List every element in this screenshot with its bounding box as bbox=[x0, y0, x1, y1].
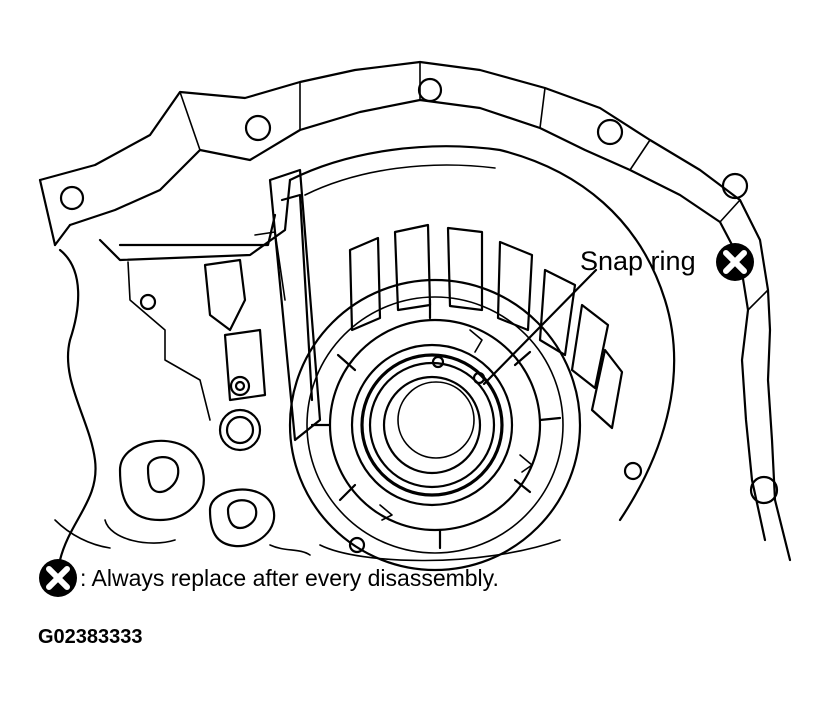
snap-ring-callout-label: Snap ring bbox=[580, 246, 696, 276]
snap-ring bbox=[360, 353, 504, 497]
clutch-drum bbox=[288, 223, 624, 572]
circled-x-icon bbox=[716, 243, 754, 281]
inner-cavity-wall bbox=[98, 145, 676, 522]
housing-fins bbox=[254, 168, 322, 442]
housing-flange bbox=[38, 60, 792, 562]
callout-leader-line bbox=[482, 268, 598, 386]
figure-id: G02383333 bbox=[38, 626, 143, 648]
valve-body-passages bbox=[54, 248, 311, 562]
legend-circled-x-icon bbox=[39, 559, 77, 597]
legend-text: : Always replace after every disassembly… bbox=[80, 565, 499, 591]
hub-and-snap-ring bbox=[350, 343, 514, 507]
